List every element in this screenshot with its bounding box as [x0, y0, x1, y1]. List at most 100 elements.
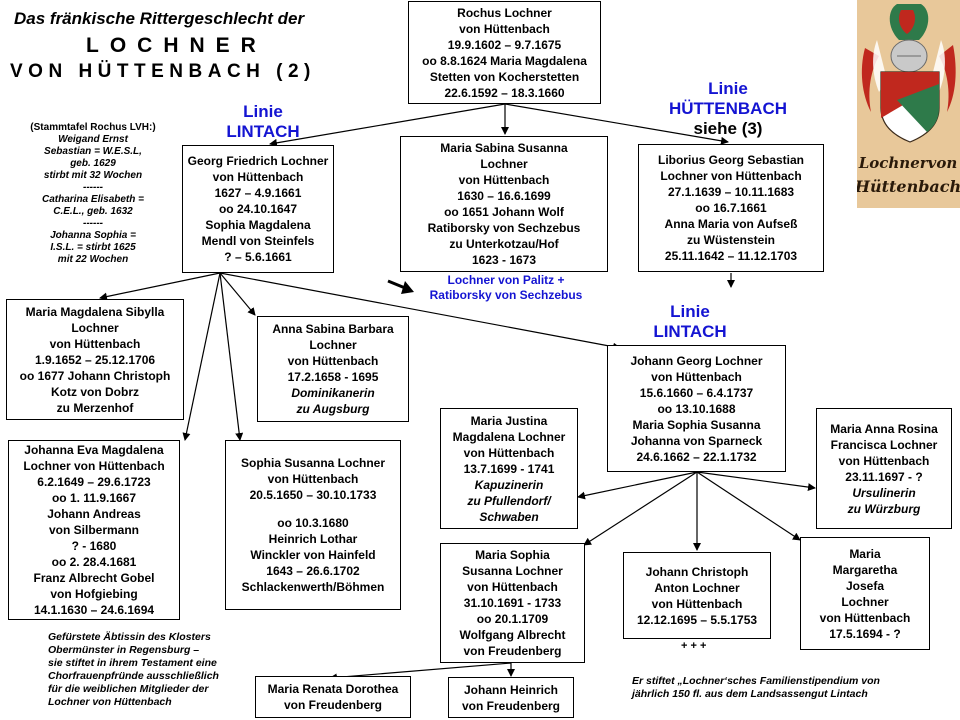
note-line: stirbt mit 32 Wochen — [43, 170, 143, 181]
stammtafel-note: (Stammtafel Rochus LVH:) Weigand Ernst S… — [14, 122, 172, 266]
note-line: Catharina Elisabeth = — [42, 194, 144, 205]
person-line: oo 1. 11.9.1667 — [51, 491, 137, 505]
person-line: von Hofgiebing — [50, 587, 138, 601]
linie-word: Linie — [243, 102, 283, 121]
person-line: Heinrich Lothar — [268, 532, 358, 546]
person-line: Anton Lochner — [654, 580, 740, 595]
person-line: Maria Justina — [470, 413, 548, 428]
person-line: 27.1.1639 – 10.11.1683 — [667, 185, 795, 199]
person-box-rochus: Rochus Lochner von Hüttenbach 19.9.1602 … — [408, 1, 601, 104]
person-line: ? – 5.6.1661 — [224, 250, 292, 264]
person-line: zu Merzenhof — [56, 400, 134, 415]
person-line: von Freudenberg — [461, 698, 560, 713]
person-line: 17.5.1694 - ? — [829, 626, 901, 641]
person-line: 24.6.1662 – 22.1.1732 — [636, 449, 757, 464]
person-line: Kotz von Dobrz — [51, 384, 139, 399]
person-line: von Hüttenbach — [267, 472, 359, 486]
note-line: ------ — [83, 182, 103, 193]
person-line: Lochner — [71, 320, 119, 335]
person-line: von Hüttenbach — [651, 369, 742, 384]
person-line: zu Augsburg — [296, 402, 370, 416]
linie-word: Linie — [670, 302, 710, 321]
person-line: 31.10.1691 - 1733 — [463, 596, 562, 610]
person-line: von Hüttenbach — [287, 354, 379, 368]
footnote-line: Er stiftet „Lochner‘sches Familienstipen… — [632, 675, 880, 687]
person-line: Lochner — [309, 338, 357, 352]
person-line: Maria Magdalena Sibylla — [25, 304, 165, 319]
person-line: Maria Sabina Susanna — [440, 141, 568, 155]
linie-name: LINTACH — [226, 122, 300, 141]
person-line: oo 1651 Johann Wolf — [444, 205, 564, 219]
person-line: Johann Christoph — [645, 564, 749, 579]
footnote-line: jährlich 150 fl. aus dem Landsassengut L… — [632, 688, 868, 700]
person-line: 15.6.1660 – 6.4.1737 — [639, 385, 754, 400]
person-line: 1623 - 1673 — [471, 253, 537, 267]
person-box-maria-sophia: Maria Sophia Susanna Lochner von Hüttenb… — [440, 543, 585, 663]
person-line: 1643 – 26.6.1702 — [266, 564, 360, 578]
person-line: Dominikanerin — [291, 386, 375, 400]
person-line: Maria Sophia Susanna — [632, 417, 761, 432]
person-line: oo 13.10.1688 — [657, 401, 736, 416]
person-line — [229, 503, 397, 515]
person-line: von Hüttenbach — [212, 170, 304, 184]
person-line: Susanna Lochner — [462, 564, 563, 578]
person-line: 19.9.1602 – 9.7.1675 — [447, 37, 562, 52]
person-line: Georg Friedrich Lochner — [187, 154, 329, 168]
linie-lintach-right-label: Linie LINTACH — [645, 302, 735, 342]
person-line: ? - 1680 — [71, 539, 117, 553]
person-line: Ursulinerin — [852, 485, 916, 500]
header-title-line3: VON HÜTTENBACH (2) — [10, 61, 316, 82]
person-line: zu Würzburg — [847, 501, 921, 516]
header-title-line2: LOCHNER — [86, 34, 267, 57]
palitz-line: Ratiborsky von Sechzebus — [429, 288, 583, 302]
palitz-line: Lochner von Palitz + — [447, 273, 565, 287]
person-line: 1627 – 4.9.1661 — [214, 186, 302, 200]
person-line: Wolfgang Albrecht — [459, 628, 566, 642]
person-box-maria-anna-rosina: Maria Anna Rosina Francisca Lochner von … — [816, 408, 952, 529]
person-box-maria-sabina: Maria Sabina Susanna Lochner von Hüttenb… — [400, 136, 608, 272]
stipend-note: Er stiftet „Lochner‘sches Familienstipen… — [632, 675, 880, 701]
person-line: Rochus Lochner — [457, 5, 552, 20]
person-line: Maria Renata Dorothea — [267, 682, 399, 696]
note-line: mit 22 Wochen — [57, 254, 129, 265]
linie-name: LINTACH — [653, 322, 727, 341]
person-line: oo 2. 28.4.1681 — [51, 555, 137, 569]
person-line: Maria Anna Rosina — [830, 421, 938, 436]
person-line: 13.7.1699 - 1741 — [463, 461, 555, 476]
person-line: Schwaben — [479, 509, 539, 524]
person-line: Johanna von Sparneck — [630, 433, 763, 448]
person-line: von Freudenberg — [463, 644, 562, 658]
coat-of-arms-image: Lochnervon Hüttenbach — [857, 0, 960, 208]
person-line: oo 16.7.1661 — [695, 201, 767, 215]
note-line: I.S.L. = stirbt 1625 — [50, 242, 136, 253]
abbess-note: Gefürstete Äbtissin des Klosters Obermün… — [48, 631, 219, 709]
footnote-line: Gefürstete Äbtissin des Klosters — [48, 631, 211, 643]
person-line: Lochner von Hüttenbach — [23, 459, 165, 473]
person-line: Liborius Georg Sebastian — [657, 153, 805, 167]
person-line: Margaretha — [832, 562, 898, 577]
person-line: Johann Andreas — [47, 507, 141, 521]
person-line: Magdalena Lochner — [452, 429, 566, 444]
crest-inscription-line1: Lochnervon — [858, 154, 958, 172]
person-line: von Hüttenbach — [819, 610, 911, 625]
linie-word: Linie — [708, 79, 748, 98]
person-line: Johanna Eva Magdalena — [24, 443, 164, 457]
person-line: von Hüttenbach — [459, 21, 550, 36]
person-line: Stetten von Kocherstetten — [429, 69, 580, 84]
person-line: Lochner von Hüttenbach — [660, 169, 802, 183]
person-line: Ratiborsky von Sechzebus — [427, 221, 581, 235]
person-box-johann-heinrich: Johann Heinrich von Freudenberg — [448, 677, 574, 718]
person-line: 1630 – 16.6.1699 — [457, 189, 551, 203]
linie-reference: siehe (3) — [693, 119, 763, 138]
person-line: Johann Heinrich — [463, 682, 558, 697]
person-line: Anna Sabina Barbara — [272, 322, 394, 336]
person-line: Francisca Lochner — [830, 437, 938, 452]
footnote-line: Obermünster in Regensburg – — [48, 644, 200, 656]
person-line: Josefa — [845, 578, 885, 593]
person-line: Mendl von Steinfels — [201, 234, 315, 248]
palitz-line-label: Lochner von Palitz + Ratiborsky von Sech… — [414, 273, 598, 303]
person-box-maria-magdalena-sibylla: Maria Magdalena Sibylla Lochner von Hütt… — [6, 299, 184, 420]
note-line: Johanna Sophia = — [50, 230, 136, 241]
person-line: von Hüttenbach — [458, 173, 550, 187]
person-box-maria-margaretha: Maria Margaretha Josefa Lochner von Hütt… — [800, 537, 930, 650]
